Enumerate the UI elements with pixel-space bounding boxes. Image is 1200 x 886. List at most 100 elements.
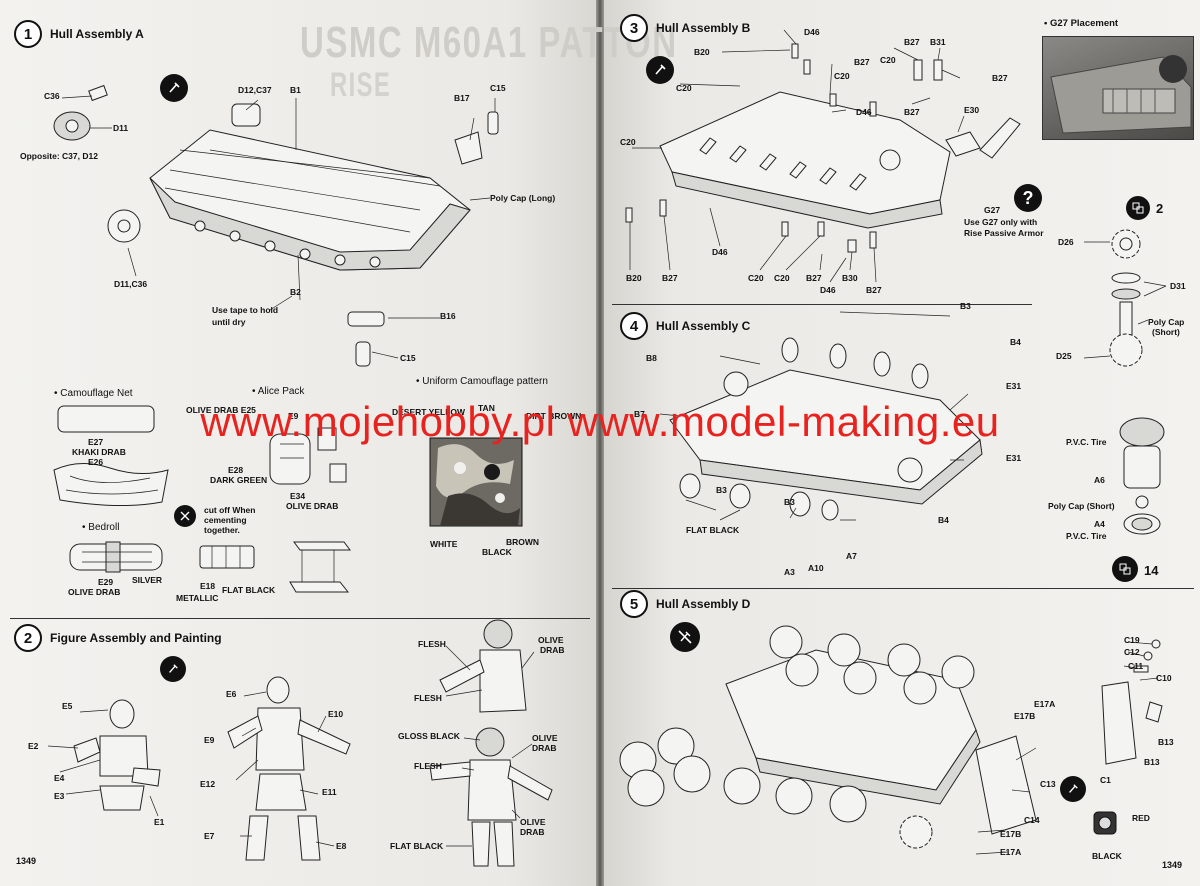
paint-olive-1: OLIVE [538, 635, 564, 645]
label-e2: E2 [28, 741, 39, 751]
step-2-title: Figure Assembly and Painting [50, 631, 222, 645]
label-b4-b: B4 [938, 515, 949, 525]
label-b2: B2 [290, 287, 301, 297]
paint-olive-3: OLIVE [520, 817, 546, 827]
label-desert-yellow: DESERT YELLOW [392, 407, 466, 417]
camo-net-title: • Camouflage Net [54, 388, 133, 399]
label-b16: B16 [440, 311, 456, 321]
hull-c-drawing [659, 311, 983, 521]
label-b3-c: B3 [784, 497, 795, 507]
g27-placement-photo [1042, 36, 1194, 140]
alice-pack-title: • Alice Pack [252, 386, 305, 397]
label-e10: E10 [328, 709, 344, 719]
label-bedroll-olive: OLIVE DRAB [68, 587, 121, 597]
label-a7: A7 [846, 551, 857, 561]
camo-pattern-title: • Uniform Camouflage pattern [416, 376, 548, 387]
label-a4: A4 [1094, 519, 1105, 529]
label-e11: E11 [322, 787, 337, 797]
label-c36: C36 [44, 91, 60, 101]
label-e17b-1: E17B [1014, 711, 1036, 721]
label-b20-a: B20 [694, 47, 710, 57]
cement-icon [160, 74, 188, 102]
step-5-title: Hull Assembly D [656, 597, 751, 611]
label-g27-note-1: Use G27 only with [964, 217, 1038, 227]
label-pvc-tire-2: P.V.C. Tire [1066, 531, 1107, 541]
label-d25: D25 [1056, 351, 1072, 361]
cement-icon-5 [1060, 776, 1086, 802]
label-d12-c37: D12,C37 [238, 85, 272, 95]
label-white: WHITE [430, 539, 458, 549]
label-b27-d: B27 [904, 107, 920, 117]
label-dirt-brown: DIRT BROWN [526, 411, 582, 421]
label-black: BLACK [1092, 851, 1122, 861]
label-b27-b: B27 [904, 37, 920, 47]
label-e8: E8 [336, 841, 347, 851]
label-e18-flat-black: FLAT BLACK [222, 585, 276, 595]
label-c12: C12 [1124, 647, 1140, 657]
label-metallic: METALLIC [176, 593, 219, 603]
label-c20-c: C20 [676, 83, 692, 93]
label-e34: E34 [290, 491, 306, 501]
label-b27-a: B27 [854, 57, 870, 67]
step-2-number: 2 [14, 624, 42, 652]
label-e18: E18 [200, 581, 216, 591]
no-cement-icon [670, 622, 700, 652]
label-b17: B17 [454, 93, 470, 103]
page-number-left: 1349 [16, 856, 37, 866]
hull-d-drawing [619, 625, 1037, 855]
label-a6: A6 [1094, 475, 1105, 485]
watermark: www.mojehobby.pl www.model-making.eu [200, 398, 1000, 445]
divider-step4 [612, 304, 1032, 305]
step-3-number: 3 [620, 14, 648, 42]
duplicate-icon-wheel [1112, 556, 1138, 582]
label-c20-d: C20 [620, 137, 636, 147]
step-1-title: Hull Assembly A [50, 27, 144, 41]
label-d46-d: D46 [820, 285, 836, 295]
step-1-header: 1 Hull Assembly A [14, 20, 144, 48]
label-d46-a: D46 [804, 27, 820, 37]
label-e5: E5 [62, 701, 73, 711]
label-b30: B30 [842, 273, 858, 283]
label-b13-a: B13 [1158, 737, 1174, 747]
paint-drab-3: DRAB [520, 827, 545, 837]
label-b7: B7 [634, 409, 645, 419]
label-opposite: Opposite: C37, D12 [20, 151, 98, 161]
label-d46-b: D46 [856, 107, 872, 117]
label-e3: E3 [54, 791, 65, 801]
step-5-header: 5 Hull Assembly D [620, 590, 750, 618]
label-e29: E29 [98, 577, 114, 587]
page-number-right: 1349 [1162, 860, 1183, 870]
label-silver: SILVER [132, 575, 163, 585]
label-black: BLACK [482, 547, 512, 557]
label-c1: C1 [1100, 775, 1111, 785]
label-d31: D31 [1170, 281, 1186, 291]
cut-note-2: cementing [204, 515, 247, 525]
label-tan: TAN [478, 403, 495, 413]
step-4-title: Hull Assembly C [656, 319, 751, 333]
paint-flesh-1: FLESH [418, 639, 446, 649]
label-b27-e: B27 [662, 273, 678, 283]
paint-flesh-3: FLESH [414, 761, 442, 771]
label-c13: C13 [1040, 779, 1056, 789]
paint-flesh-2: FLESH [414, 693, 442, 703]
camo-pattern-swatch [429, 437, 523, 527]
label-dark-green: DARK GREEN [210, 475, 268, 485]
label-e31-b: E31 [1006, 453, 1022, 463]
paint-gloss-black: GLOSS BLACK [398, 731, 460, 741]
label-sprocket-polycap: Poly Cap [1148, 317, 1185, 327]
wheel-count: 14 [1144, 563, 1159, 578]
rack-drawing [289, 541, 351, 593]
label-polycap-long: Poly Cap (Long) [490, 193, 556, 203]
label-tape-2: until dry [212, 317, 246, 327]
label-c15-b: C15 [400, 353, 416, 363]
step-3-title: Hull Assembly B [656, 21, 751, 35]
step-5-number: 5 [620, 590, 648, 618]
label-e1: E1 [154, 817, 165, 827]
label-e27: E27 [88, 437, 104, 447]
label-olive-e25: OLIVE DRAB E25 [186, 405, 256, 415]
label-e28: E28 [228, 465, 244, 475]
label-c20-f: C20 [774, 273, 790, 283]
e18-drawing [199, 545, 255, 569]
label-e26: E26 [88, 457, 104, 467]
